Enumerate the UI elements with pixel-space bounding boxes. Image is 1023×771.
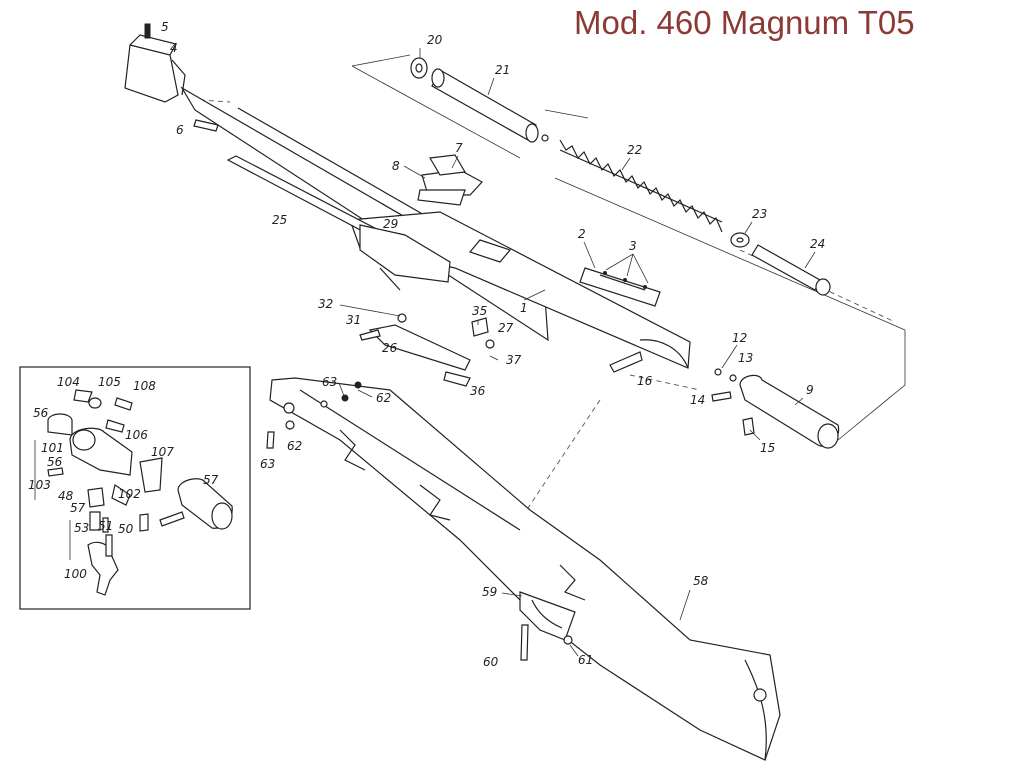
callout-63-bottom: 63 <box>260 457 275 471</box>
callout-22: 22 <box>627 143 642 157</box>
callout-108: 108 <box>133 379 156 393</box>
callout-104: 104 <box>57 375 80 389</box>
callout-62-top: 62 <box>376 391 391 405</box>
trigger-guard <box>266 381 576 661</box>
callout-16: 16 <box>637 374 653 388</box>
scope-rail <box>579 267 661 307</box>
callout-59: 59 <box>482 585 497 599</box>
callout-7: 7 <box>455 141 463 155</box>
trigger-inset <box>19 366 251 610</box>
callout-103: 103 <box>28 478 51 492</box>
callout-4: 4 <box>170 41 178 55</box>
callout-32: 32 <box>318 297 333 311</box>
callout-61: 61 <box>578 653 593 667</box>
callout-14: 14 <box>690 393 705 407</box>
linkage <box>359 313 643 387</box>
callout-51: 51 <box>98 519 113 533</box>
callout-12: 12 <box>732 331 747 345</box>
callout-25: 25 <box>272 213 287 227</box>
callout-6: 6 <box>176 123 184 137</box>
callout-60: 60 <box>483 655 499 669</box>
callout-24: 24 <box>810 237 825 251</box>
barrel <box>124 23 549 342</box>
callout-2: 2 <box>578 227 586 241</box>
callout-101: 101 <box>41 441 64 455</box>
callout-58: 58 <box>693 574 709 588</box>
callout-100: 100 <box>64 567 87 581</box>
callout-15: 15 <box>760 441 775 455</box>
callout-106: 106 <box>125 428 148 442</box>
callout-5: 5 <box>161 20 169 34</box>
callout-63-top: 63 <box>322 375 337 389</box>
callout-36: 36 <box>470 384 486 398</box>
callout-53: 53 <box>74 521 89 535</box>
callout-56-top: 56 <box>33 406 49 420</box>
cylinder-9 <box>711 368 840 449</box>
callout-1: 1 <box>520 301 528 315</box>
callout-37: 37 <box>506 353 522 367</box>
callout-107: 107 <box>151 445 174 459</box>
leader-lines <box>338 48 816 657</box>
cocking-lever <box>226 155 451 291</box>
callout-26: 26 <box>382 341 398 355</box>
callout-57-right: 57 <box>203 473 219 487</box>
callout-48: 48 <box>58 489 74 503</box>
callout-8: 8 <box>392 159 400 173</box>
piston-and-spring <box>410 57 831 296</box>
callout-62-bottom: 62 <box>287 439 302 453</box>
callout-27: 27 <box>498 321 514 335</box>
callout-102: 102 <box>118 487 141 501</box>
callout-50: 50 <box>118 522 134 536</box>
callout-57-left: 57 <box>70 501 86 515</box>
callout-29: 29 <box>383 217 398 231</box>
stock <box>269 377 781 761</box>
callout-56-bottom: 56 <box>47 455 63 469</box>
callout-9: 9 <box>806 383 814 397</box>
callout-3: 3 <box>629 239 637 253</box>
callout-13: 13 <box>738 351 753 365</box>
callout-21: 21 <box>495 63 510 77</box>
callout-105: 105 <box>98 375 121 389</box>
callouts: 5 4 6 20 21 22 23 24 7 8 25 29 2 3 1 32 … <box>28 20 825 669</box>
rear-sight <box>417 154 483 206</box>
callout-35: 35 <box>472 304 487 318</box>
callout-20: 20 <box>427 33 443 47</box>
callout-31: 31 <box>346 313 361 327</box>
callout-23: 23 <box>752 207 767 221</box>
diagram-title: Mod. 460 Magnum T05 <box>574 4 915 41</box>
